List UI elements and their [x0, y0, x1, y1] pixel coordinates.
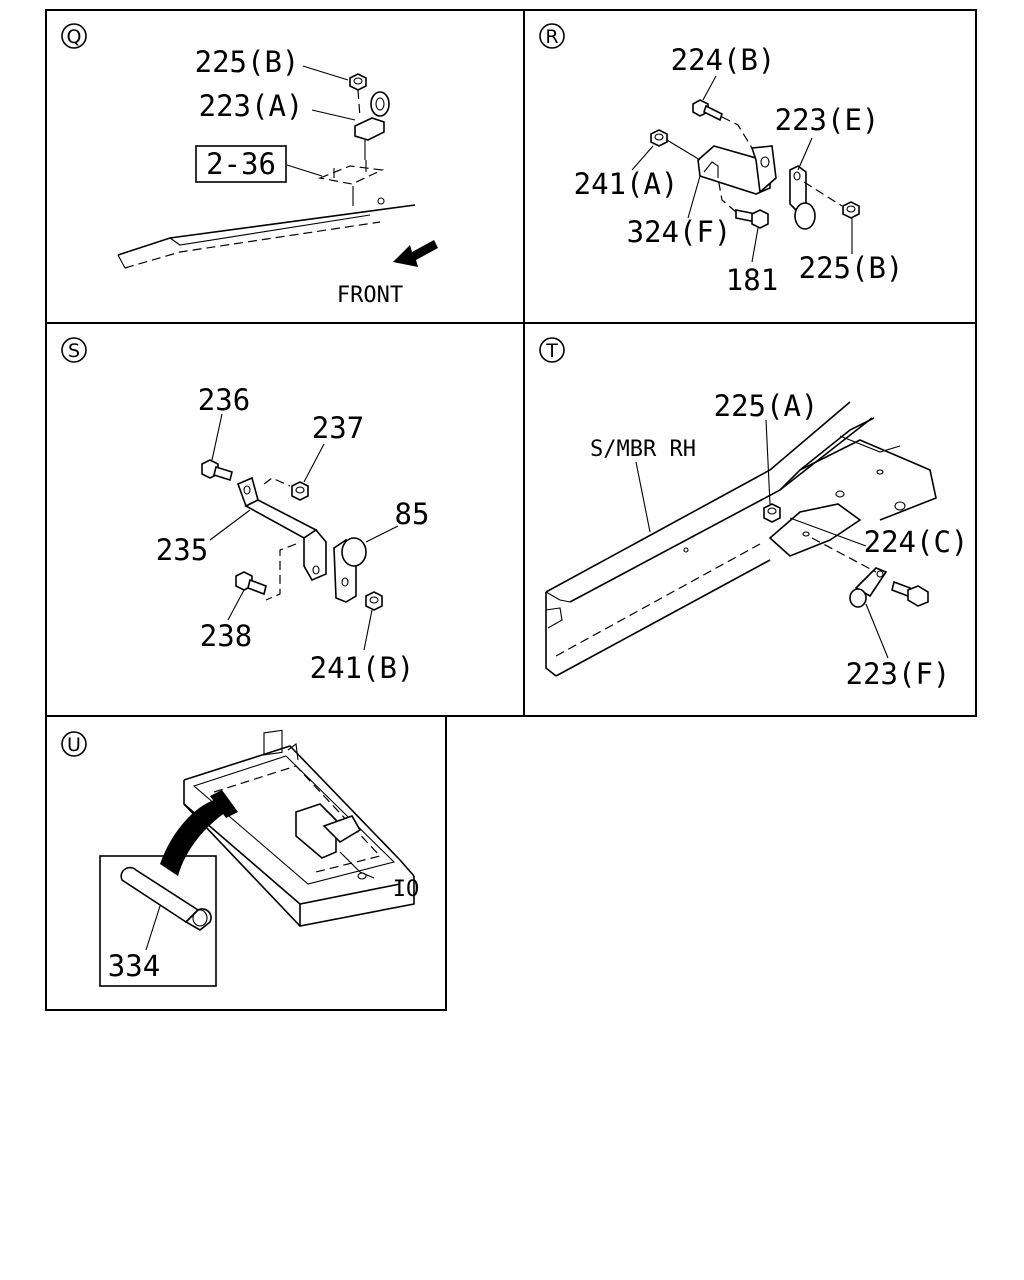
- bracket-235: [236, 476, 327, 601]
- label-225a: 225(A): [714, 389, 819, 423]
- panel-s: S: [61, 337, 430, 685]
- clip-223a: [354, 91, 390, 160]
- panel-s-id: S: [68, 340, 80, 362]
- detail-box-334: 334: [99, 855, 217, 987]
- label-224c: 224(C): [864, 525, 969, 559]
- nut-225b-q: [349, 73, 367, 119]
- bolt-224b: [692, 99, 753, 149]
- bolt-181: [717, 177, 769, 229]
- label-237: 237: [312, 411, 364, 445]
- panel-q-marker: Q: [61, 23, 87, 49]
- frame-rail-q: [117, 197, 416, 269]
- label-241a: 241(A): [574, 167, 679, 201]
- nut-237: [291, 481, 309, 501]
- label-235: 235: [156, 533, 208, 567]
- bolt-236: [201, 459, 233, 482]
- label-334: 334: [108, 949, 160, 983]
- label-224b: 224(B): [671, 43, 776, 77]
- panel-t: T: [539, 337, 969, 691]
- svg-text:IO: IO: [393, 877, 420, 902]
- nut-225a: [763, 503, 781, 523]
- label-181: 181: [726, 263, 778, 297]
- label-225b-q: 225(B): [195, 45, 300, 79]
- nut-241b: [365, 591, 383, 611]
- nut-241a: [650, 129, 701, 161]
- bolt-224c: [891, 580, 929, 607]
- detail-arrow: [160, 800, 226, 876]
- label-238: 238: [200, 619, 252, 653]
- panel-frames: [45, 9, 977, 1011]
- clip-223e: [789, 165, 843, 230]
- label-223a: 223(A): [199, 89, 304, 123]
- panel-r-id: R: [545, 26, 558, 48]
- ref-box: [195, 145, 287, 183]
- cab-floor: IO: [183, 729, 420, 927]
- label-85: 85: [395, 497, 430, 531]
- panel-u-id: U: [67, 734, 81, 756]
- bolt-238: [235, 571, 267, 596]
- front-arrow: FRONT: [337, 240, 438, 308]
- label-ref-2-36: 2-36: [206, 147, 276, 181]
- panel-t-id: T: [545, 340, 558, 362]
- bracket-324f: [697, 145, 777, 195]
- bracket-2-36: [317, 160, 385, 206]
- label-241b: 241(B): [310, 651, 415, 685]
- label-225b-r: 225(B): [799, 251, 904, 285]
- label-smbr-rh: S/MBR RH: [590, 437, 696, 462]
- label-324f: 324(F): [627, 215, 732, 249]
- side-member-rh: [545, 401, 937, 677]
- panel-u: U IO: [61, 729, 420, 987]
- panel-u-marker: U: [61, 731, 87, 757]
- label-223e: 223(E): [775, 103, 880, 137]
- label-223f: 223(F): [846, 657, 951, 691]
- panel-s-marker: S: [61, 337, 87, 363]
- clip-223f: [811, 537, 888, 608]
- panel-q: Q: [61, 23, 438, 308]
- label-236: 236: [198, 383, 250, 417]
- panel-q-id: Q: [67, 26, 82, 48]
- clip-85: [333, 537, 367, 603]
- panel-r-marker: R: [539, 23, 565, 49]
- nut-225b-r: [842, 201, 860, 219]
- panel-r: R: [539, 23, 904, 297]
- panel-t-marker: T: [539, 337, 565, 363]
- front-label: FRONT: [337, 283, 403, 308]
